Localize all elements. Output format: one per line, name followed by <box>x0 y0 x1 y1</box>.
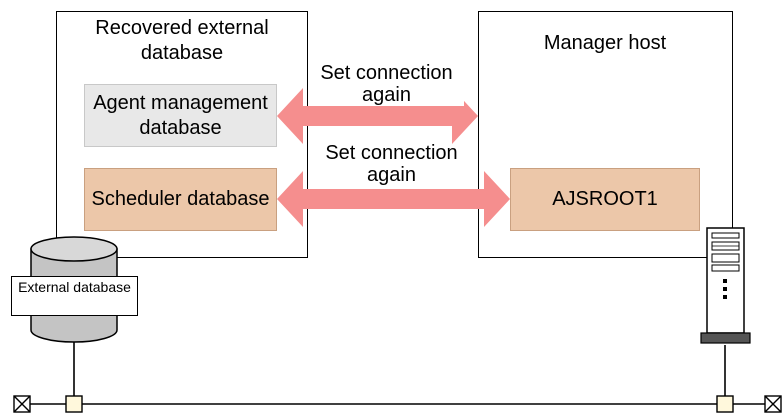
connection-arrow-bottom <box>277 171 510 227</box>
agent-management-db-label: Agent management database <box>93 91 268 139</box>
connection-label-top: Set connection again <box>309 62 464 106</box>
ajsroot1-label: AJSROOT1 <box>552 188 658 210</box>
agent-management-db-box[interactable]: Agent management database <box>84 84 277 147</box>
manager-host-title: Manager host <box>543 32 667 54</box>
connection-arrow-top <box>277 88 478 144</box>
terminator-right-icon <box>764 395 782 413</box>
server-connector-icon <box>716 395 734 413</box>
connection-label-bottom: Set connection again <box>325 142 458 186</box>
scheduler-db-label: Scheduler database <box>91 188 270 210</box>
scheduler-db-box[interactable]: Scheduler database <box>84 168 277 231</box>
external-db-label: External database <box>11 276 138 316</box>
ajsroot1-box[interactable]: AJSROOT1 <box>510 168 700 231</box>
terminator-left-icon <box>13 395 31 413</box>
recovered-db-title: Recovered external database <box>95 17 269 64</box>
db-connector-icon <box>65 395 83 413</box>
